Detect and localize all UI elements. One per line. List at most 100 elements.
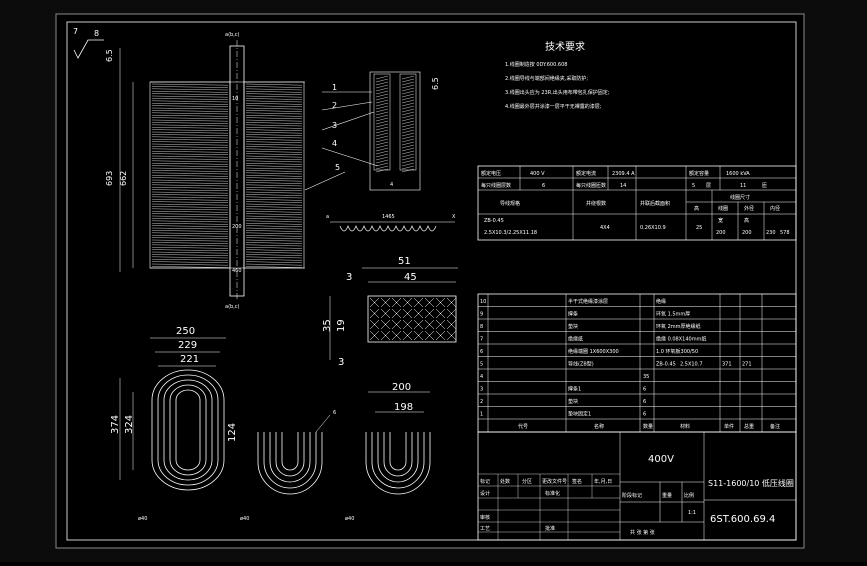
bom-cell-name: 垫块固定1 [568, 411, 591, 418]
bom-cell-name: 撑条 [568, 311, 578, 318]
spec-extra-4: 匝 [762, 183, 767, 189]
spec-extra-2: 层 [706, 183, 711, 189]
dim-460: 460 [232, 268, 242, 274]
bom-cell-mat: 绝缘 0.08X140mm纸 [656, 336, 706, 343]
roughness-symbol: 7 8 [73, 27, 104, 59]
spec-val-width: 200 [716, 230, 726, 236]
bom-col-total: 总重 [744, 423, 754, 430]
dim-51: 51 [398, 256, 411, 267]
tech-item-2: 2.线圈导线与端部间绝缘夹,采取防护; [505, 75, 588, 82]
bom-cell-mat: 环氧 2mm厚绝缘纸 [656, 323, 701, 330]
spec-sub-height-2: 高 [744, 217, 749, 224]
bom-cell-name: 半干式绝缘漆涂层 [568, 298, 608, 305]
spec-layers: 6 [542, 183, 545, 189]
spec-sub-width: 宽 [718, 217, 723, 224]
bom-cell-name: 绝缘端圈 1X600X300 [568, 348, 619, 355]
tb-scale: 1:1 [688, 510, 696, 516]
spec-sub-height: 高 [694, 205, 699, 212]
spec-extra-3: 11 [740, 183, 746, 189]
tb-drawing-number: 6ST.600.69.4 [710, 514, 775, 525]
spec-col-parallel: 并绕根数 [586, 200, 606, 207]
bom-cell-d1: 371 [722, 362, 732, 368]
tb-craft: 工艺 [480, 526, 490, 532]
tech-item-4: 4.线圈最外层并涂漆一层平干无裸露的漆层; [505, 103, 602, 110]
tb-weight: 重量 [662, 492, 672, 499]
spec-rated-capacity: 1600 kVA [726, 171, 750, 177]
top-label: a(b,c) [225, 32, 240, 38]
tb-count: 处数 [500, 478, 510, 485]
dim-10: 10 [232, 96, 238, 102]
tb-review: 审核 [480, 514, 490, 521]
leader-4: 4 [332, 139, 337, 148]
dim-19: 19 [336, 319, 347, 332]
spec-rated-voltage-label: 额定电压 [481, 170, 501, 177]
spec-col-conductor: 导线规格 [500, 200, 520, 207]
spec-val-size: 2.5X10.3/2.25X11.18 [484, 230, 537, 236]
dim-250: 250 [176, 326, 195, 337]
spec-table: 额定电压 400 V 额定电流 2309.4 A 额定容量 1600 kVA 每… [477, 165, 797, 241]
sheet-border [55, 13, 805, 549]
leader-2: 2 [332, 101, 337, 110]
bom-cell-no: 1 [480, 412, 483, 418]
inner-frame [66, 21, 797, 541]
bom-cell-qty: 35 [643, 374, 649, 380]
tb-change-doc: 更改文件号 [542, 478, 567, 485]
spec-col-coil-size: 线圈尺寸 [730, 194, 750, 201]
bom-cell-no: 5 [480, 362, 483, 368]
tb-design: 设计 [480, 490, 490, 497]
dim-35: 35 [322, 319, 333, 332]
spec-val-height: 25 [696, 225, 702, 231]
dim-4: 4 [390, 182, 393, 188]
dim-6-5-detail: 6.5 [431, 77, 440, 90]
bom-cell-size: 2.5X10.7 [680, 362, 703, 368]
spec-rated-voltage: 400 V [530, 171, 545, 177]
spec-val-inner: 578 [780, 230, 790, 236]
leader-3: 3 [332, 121, 337, 130]
dim-200: 200 [232, 224, 242, 230]
bom-cell-no: 7 [480, 337, 483, 343]
dim-200b: 200 [392, 382, 411, 393]
conductor-detail: 6.5 4 [369, 71, 440, 191]
spec-val-type: ZB-0.45 [484, 218, 504, 224]
phi-3: ø40 [345, 516, 354, 522]
bom-cell-mat: 环氧 1.5mm厚 [656, 311, 690, 318]
spec-sub-coil: 线圈 [718, 205, 728, 212]
leader-1: 1 [332, 83, 337, 92]
coil-top-view: 250 229 221 374 324 124 ø40 [110, 326, 238, 522]
dim-1465: 1465 [382, 214, 395, 220]
tb-ratio: 比例 [684, 492, 694, 499]
phi-2: ø40 [240, 516, 249, 522]
winding-section-view: a(b,c) a(b,c) 6.5 693 662 10 200 460 1 2… [105, 32, 379, 310]
spec-turns: 14 [620, 183, 626, 189]
bom-col-name: 名称 [594, 423, 604, 430]
bom-col-material: 材料 [680, 423, 690, 430]
bom-col-remark: 备注 [770, 423, 780, 430]
bom-cell-no: 2 [480, 399, 483, 405]
corner-number: 7 [73, 27, 78, 36]
technical-requirements: 技术要求 1.线圈制造按 0DY.600.608 2.线圈导线与端部间绝缘夹,采… [505, 40, 610, 110]
bom-cell-qty: 6 [643, 412, 646, 418]
dim-124: 124 [227, 423, 238, 442]
bom-cell-mat: ZB-0.45 [656, 362, 676, 368]
bom-cell-name: 垫块 [568, 323, 578, 330]
dim-3a: 3 [346, 272, 352, 283]
tb-drawing-name: S11-1600/10 低压线圈 [708, 478, 794, 488]
tb-stage: 阶段标记 [622, 492, 642, 499]
bom-cell-name: 绝缘纸 [568, 336, 583, 343]
tb-approve: 批准 [545, 525, 555, 532]
winding-wave: a X 1465 [326, 214, 456, 232]
u-shape-views: 200 198 6 ø40 ø40 [240, 382, 431, 522]
title-block: 标记 处数 分区 更改文件号 签名 年,月,日 设计 标准化 审核 工艺 批准 … [477, 431, 797, 541]
spec-val-outer: 230 [766, 230, 776, 236]
bom-cell-mat: 1.0 环氧板300/50 [656, 348, 698, 355]
dim-3b: 3 [338, 357, 344, 368]
bom-cell-name: 导线(ZB型) [568, 361, 594, 368]
bom-col-qty: 数量 [643, 423, 653, 430]
spec-rated-current: 2309.4 A [612, 171, 635, 177]
wave-label-left: a [326, 214, 329, 220]
phi-1: ø40 [138, 516, 147, 522]
wave-label-right: X [452, 214, 456, 220]
bottom-label: a(b,c) [225, 304, 240, 310]
